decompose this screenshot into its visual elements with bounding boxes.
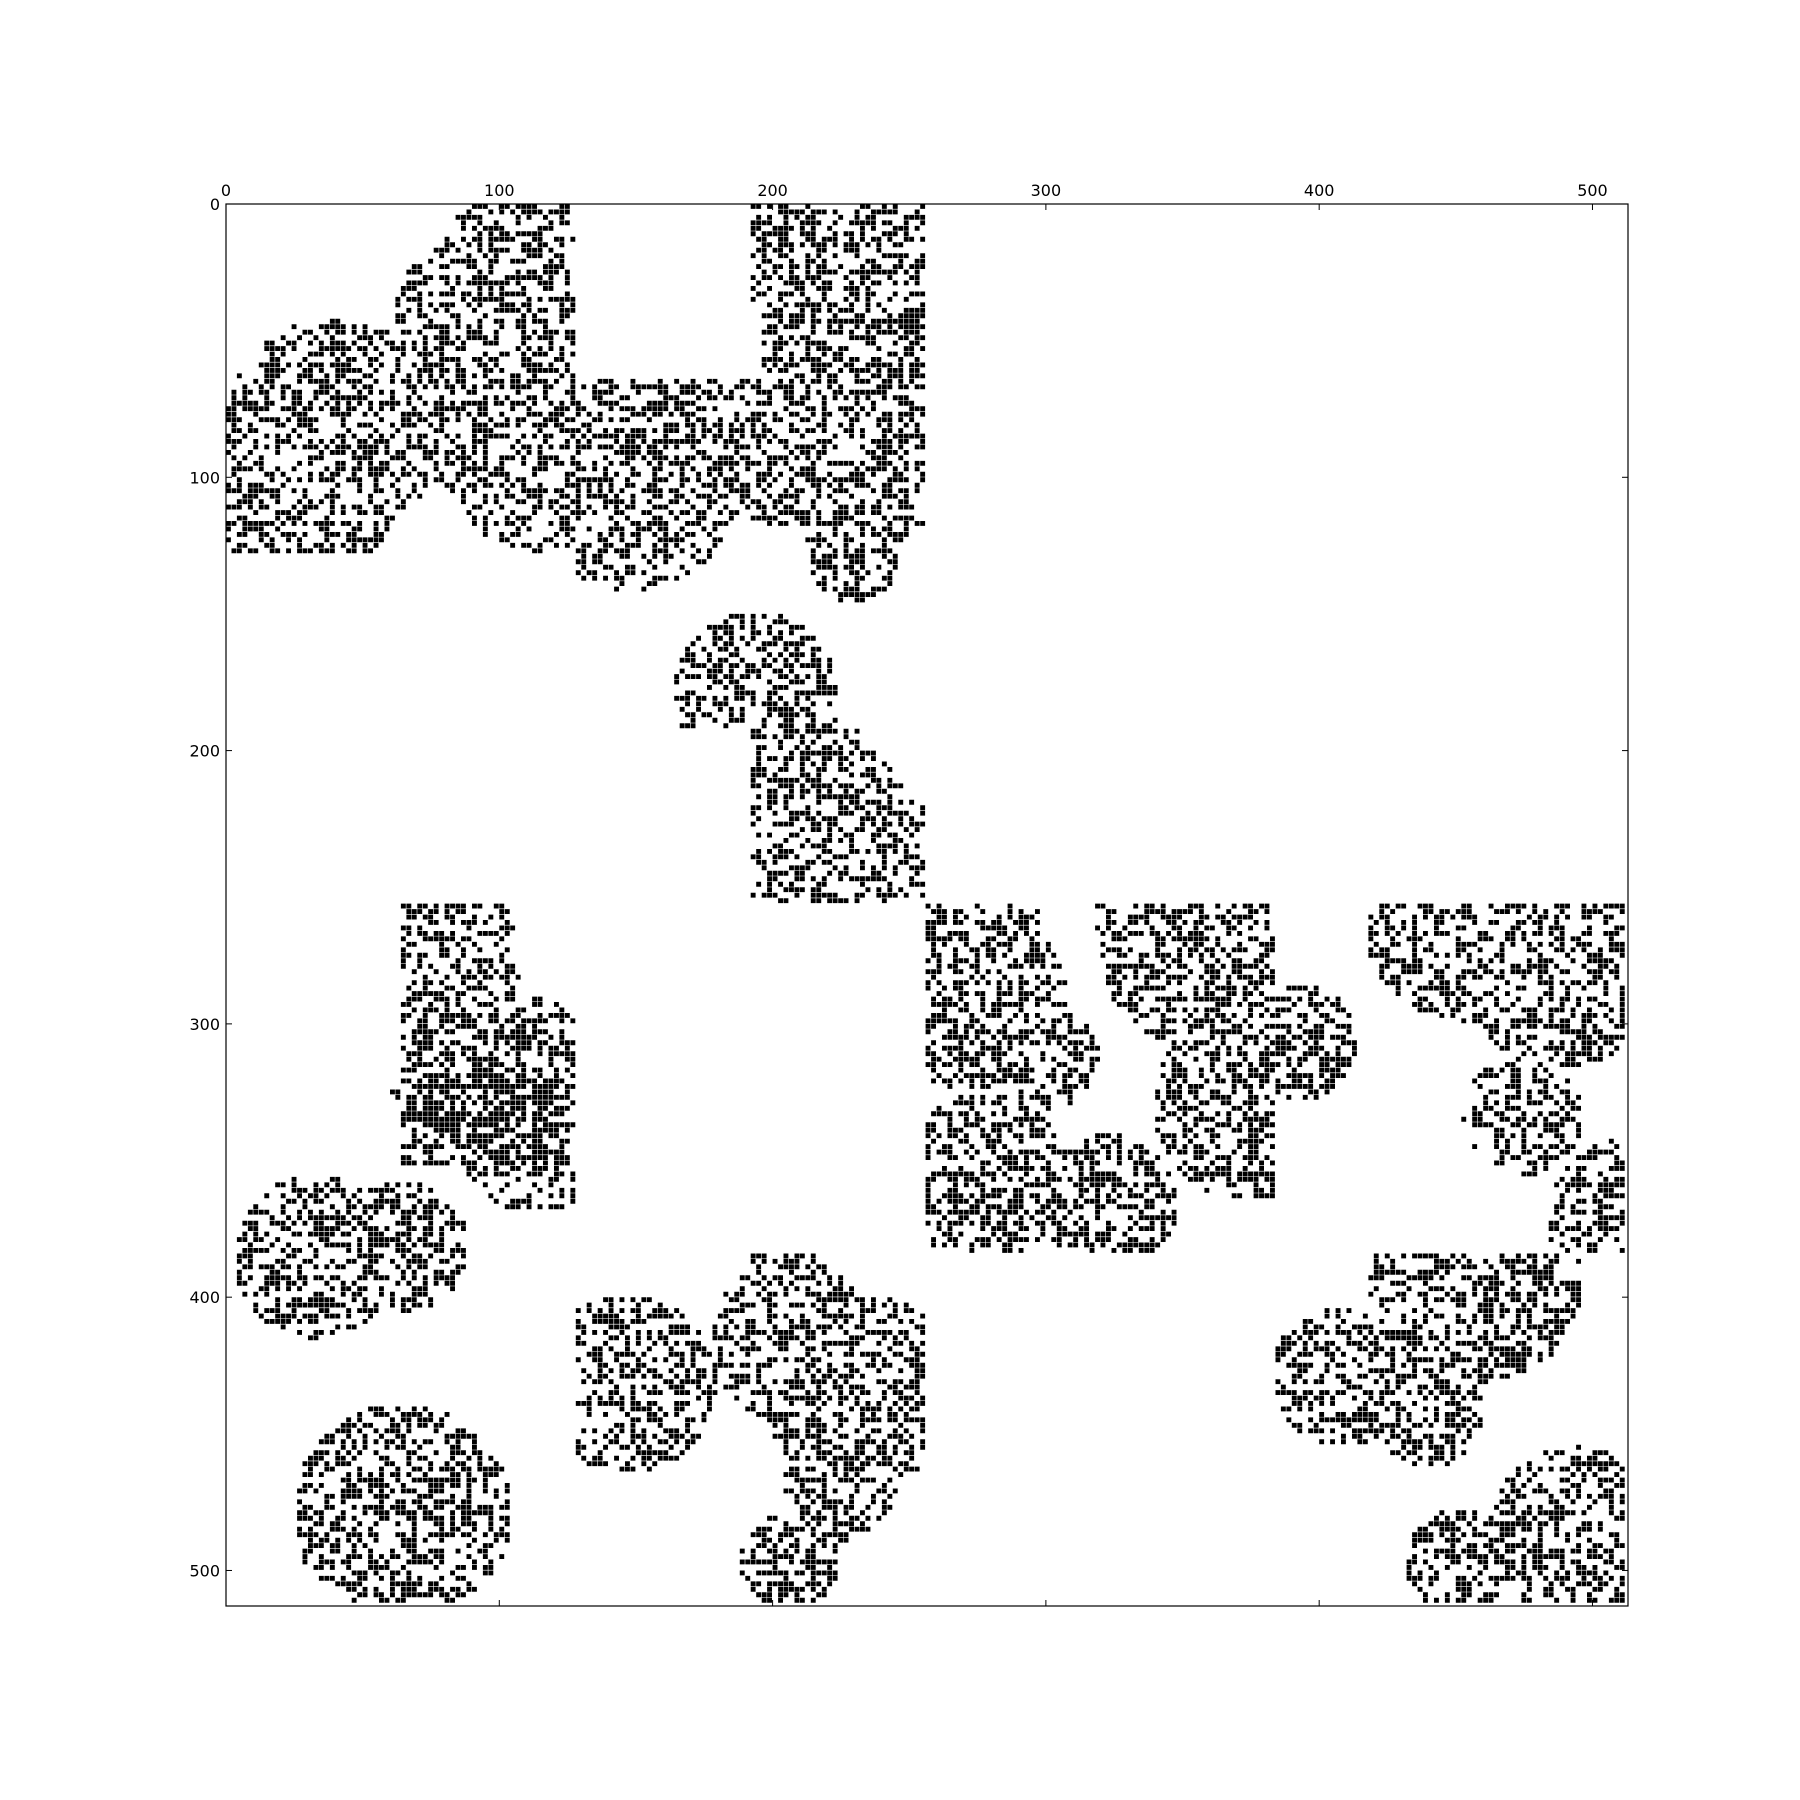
y-tick-labels: 0 100 200 300 400 500 [189,195,220,1580]
y-tick-label: 500 [189,1561,220,1580]
x-tick-label: 500 [1577,181,1608,200]
x-tick-label: 100 [484,181,515,200]
y-tick-label: 200 [189,742,220,761]
x-tick-label: 300 [1031,181,1062,200]
x-tick-label: 0 [221,181,231,200]
y-tick-label: 0 [210,195,220,214]
y-tick-label: 100 [189,468,220,487]
y-tick-label: 300 [189,1015,220,1034]
plot-frame [225,203,1629,1607]
x-tick-labels: 0 100 200 300 400 500 [221,181,1608,200]
y-tick-label: 400 [189,1288,220,1307]
tick-marks [225,203,1628,1606]
x-tick-label: 400 [1304,181,1335,200]
x-tick-label: 200 [757,181,788,200]
